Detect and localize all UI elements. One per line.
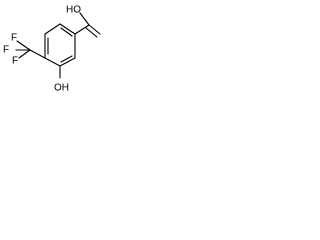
cf3-fluorine-bond-3 bbox=[18, 49, 31, 59]
carboxyl-double-bond-1 bbox=[88, 24, 101, 35]
ring-bond-top-left bbox=[44, 23, 61, 35]
ring-bond-top-right bbox=[59, 23, 76, 35]
carboxyl-oh-bond bbox=[79, 12, 90, 26]
ring-double-bond-bottom bbox=[60, 55, 73, 63]
carboxyl-double-bond-2 bbox=[85, 27, 98, 38]
cf3-fluorine-bond-1 bbox=[16, 40, 31, 51]
ring-bond-bottom-left bbox=[44, 57, 61, 67]
carboxyl-oh-label: HO bbox=[66, 5, 81, 16]
chemical-structure: HO F F F OH bbox=[3, 5, 101, 94]
fluorine-label-top: F bbox=[11, 33, 17, 44]
cf3-stem-bond bbox=[29, 49, 46, 59]
hydroxyl-label: OH bbox=[54, 83, 69, 94]
ring-bond-bottom-right bbox=[59, 57, 76, 67]
carboxyl-stem-bond bbox=[74, 24, 90, 35]
fluorine-label-bottom: F bbox=[12, 56, 18, 67]
ring-double-bond-top-right bbox=[60, 27, 73, 37]
fluorine-label-middle: F bbox=[3, 45, 9, 56]
